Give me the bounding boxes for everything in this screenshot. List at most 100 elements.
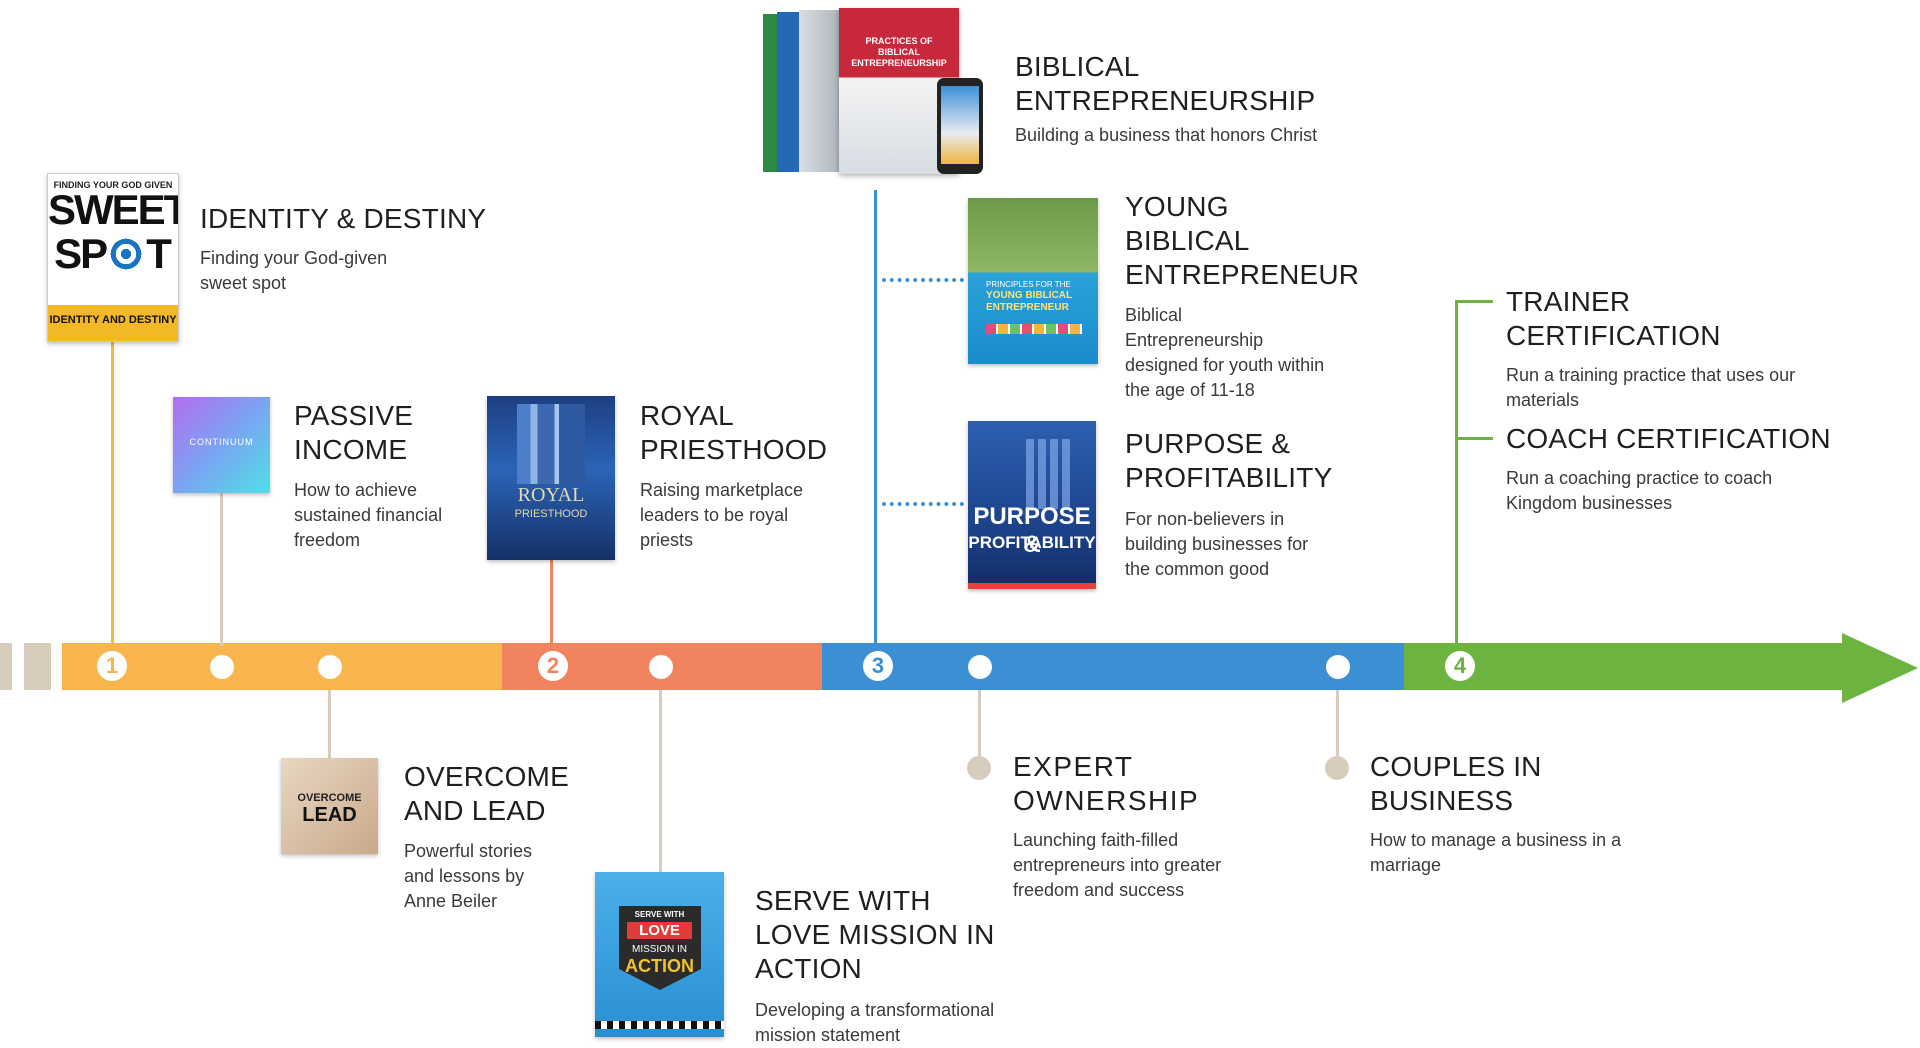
connector-couples-in-business — [1336, 690, 1339, 766]
item-title: EXPERT OWNERSHIP — [1013, 751, 1200, 816]
timeline-start-block-2 — [24, 643, 51, 690]
timeline-arrowhead — [1842, 633, 1918, 703]
timeline-dot-couples-in-business — [1326, 655, 1350, 679]
timeline-dot-passive-income — [210, 655, 234, 679]
connector-passive-income — [220, 493, 223, 646]
item-young-biblical-entrepreneur: YOUNG BIBLICAL ENTREPRENEUR Biblical Ent… — [1125, 190, 1385, 403]
cover-bottom-band — [968, 583, 1096, 589]
product-set-biblical-entrepreneurship: PRACTICES OF BIBLICAL ENTREPRENEURSHIP — [747, 8, 987, 178]
set-book-spine-green — [763, 14, 777, 172]
item-title: PASSIVE INCOME — [294, 400, 414, 465]
cover-text: MISSION IN — [631, 944, 687, 955]
connector-couples-in-business-dot — [1325, 756, 1349, 780]
item-coach-certification: COACH CERTIFICATION Run a coaching pract… — [1506, 422, 1836, 516]
cover-text: LEAD — [302, 804, 357, 826]
item-description: Building a business that honors Christ — [1015, 125, 1318, 145]
item-description: Finding your God-given sweet spot — [200, 248, 388, 293]
cover-text: PROFITABILITY — [968, 533, 1096, 552]
item-description: For non-believers in building businesses… — [1125, 509, 1309, 579]
dotted-connector-purpose — [882, 502, 964, 506]
cover-text: ROYAL — [517, 484, 585, 506]
cover-text: SP — [54, 230, 108, 277]
item-title: COACH CERTIFICATION — [1506, 423, 1831, 454]
item-serve-with-love: SERVE WITH LOVE MISSION IN ACTION Develo… — [755, 884, 1055, 1048]
item-title: SERVE WITH LOVE MISSION IN ACTION — [755, 885, 995, 984]
timeline-segment-stage-3 — [822, 643, 1404, 690]
phone-screen — [941, 86, 979, 164]
target-icon — [106, 234, 147, 274]
connector-coach-branch — [1455, 437, 1493, 440]
book-cover-passive-income: CONTINUUM — [173, 397, 270, 493]
cover-badge — [619, 906, 701, 990]
item-overcome-and-lead: OVERCOME AND LEAD Powerful stories and l… — [404, 760, 584, 914]
item-description: Developing a transformational mission st… — [755, 1000, 995, 1045]
cover-text: PURPOSE & — [973, 503, 1091, 558]
item-royal-priesthood: ROYAL PRIESTHOOD Raising marketplace lea… — [640, 399, 840, 553]
book-cover-overcome-and-lead: OVERCOME LEAD — [281, 758, 378, 854]
item-title: IDENTITY & DESTINY — [200, 203, 487, 234]
item-purpose-profitability: PURPOSE & PROFITABILITY For non-believer… — [1125, 427, 1355, 582]
stage-marker-1: 1 — [97, 651, 127, 681]
book-cover-young-biblical-entrepreneur: PRINCIPLES FOR THE YOUNG BIBLICAL ENTREP… — [968, 198, 1098, 364]
cover-text: SWEET — [48, 186, 179, 233]
cover-checker-strip — [595, 1021, 724, 1029]
item-title: COUPLES IN BUSINESS — [1370, 751, 1542, 816]
item-description: How to achieve sustained financial freed… — [294, 480, 443, 550]
stage-marker-3: 3 — [863, 651, 893, 681]
cover-text: LOVE — [627, 922, 692, 939]
item-title: BIBLICAL ENTREPRENEURSHIP — [1015, 51, 1316, 116]
item-description: Run a training practice that uses our ma… — [1506, 365, 1796, 410]
connector-certifications — [1455, 300, 1458, 646]
stage-marker-2: 2 — [538, 651, 568, 681]
item-description: Biblical Entrepreneurship designed for y… — [1125, 305, 1325, 400]
dotted-connector-young — [882, 278, 964, 282]
book-cover-royal-priesthood: ROYAL PRIESTHOOD — [487, 396, 615, 560]
cover-text: ACTION — [625, 956, 694, 976]
item-expert-ownership: EXPERT OWNERSHIP Launching faith-filled … — [1013, 750, 1313, 903]
cover-text: PRACTICES OF BIBLICAL ENTREPRENEURSHIP — [851, 36, 947, 68]
item-title: YOUNG BIBLICAL ENTREPRENEUR — [1125, 191, 1360, 290]
connector-serve-with-love — [659, 690, 662, 872]
timeline-dot-expert-ownership — [968, 655, 992, 679]
item-description: Launching faith-filled entrepreneurs int… — [1013, 830, 1222, 900]
item-description: Run a coaching practice to coach Kingdom… — [1506, 468, 1773, 513]
item-identity-destiny: IDENTITY & DESTINY Finding your God-give… — [200, 202, 490, 296]
cover-color-chips — [986, 324, 1082, 334]
timeline-segment-stage-4 — [1404, 643, 1844, 690]
set-book-spine-blue — [777, 12, 799, 172]
cover-text: YOUNG BIBLICAL ENTREPRENEUR — [986, 290, 1072, 313]
phone-mockup — [937, 78, 983, 174]
item-title: OVERCOME AND LEAD — [404, 761, 569, 826]
book-cover-purpose-profitability: PURPOSE & PROFITABILITY — [968, 421, 1096, 589]
connector-identity — [111, 340, 114, 646]
item-couples-in-business: COUPLES IN BUSINESS How to manage a busi… — [1370, 750, 1670, 878]
item-description: Powerful stories and lessons by Anne Bei… — [404, 841, 533, 911]
cover-text: FINDING YOUR GOD GIVEN — [53, 180, 173, 190]
item-title: PURPOSE & PROFITABILITY — [1125, 428, 1333, 493]
cover-city-art — [517, 404, 585, 484]
timeline-dot-overcome-and-lead — [318, 655, 342, 679]
cover-text: OVERCOME — [297, 792, 362, 804]
timeline-segment-stage-1 — [62, 643, 502, 690]
timeline-start-block-1 — [0, 643, 12, 690]
cover-text: PRIESTHOOD — [514, 508, 588, 520]
timeline-dot-serve-with-love — [649, 655, 673, 679]
item-description: Raising marketplace leaders to be royal … — [640, 480, 804, 550]
connector-expert-ownership — [978, 690, 981, 766]
item-description: How to manage a business in a marriage — [1370, 830, 1622, 875]
cover-bar-art — [1026, 439, 1070, 509]
cover-text: PRINCIPLES FOR THE — [986, 280, 1071, 289]
connector-expert-ownership-dot — [967, 756, 991, 780]
book-cover-serve-with-love: SERVE WITH LOVE MISSION IN ACTION — [595, 872, 724, 1037]
item-passive-income: PASSIVE INCOME How to achieve sustained … — [294, 399, 474, 553]
connector-royal-priesthood — [550, 560, 553, 646]
item-biblical-entrepreneurship: BIBLICAL ENTREPRENEURSHIP Building a bus… — [1015, 50, 1415, 148]
cover-text: CONTINUUM — [189, 437, 254, 447]
cover-text: SERVE WITH — [634, 910, 685, 919]
item-title: ROYAL PRIESTHOOD — [640, 400, 828, 465]
stage-marker-4: 4 — [1445, 651, 1475, 681]
connector-overcome-and-lead — [328, 690, 331, 758]
